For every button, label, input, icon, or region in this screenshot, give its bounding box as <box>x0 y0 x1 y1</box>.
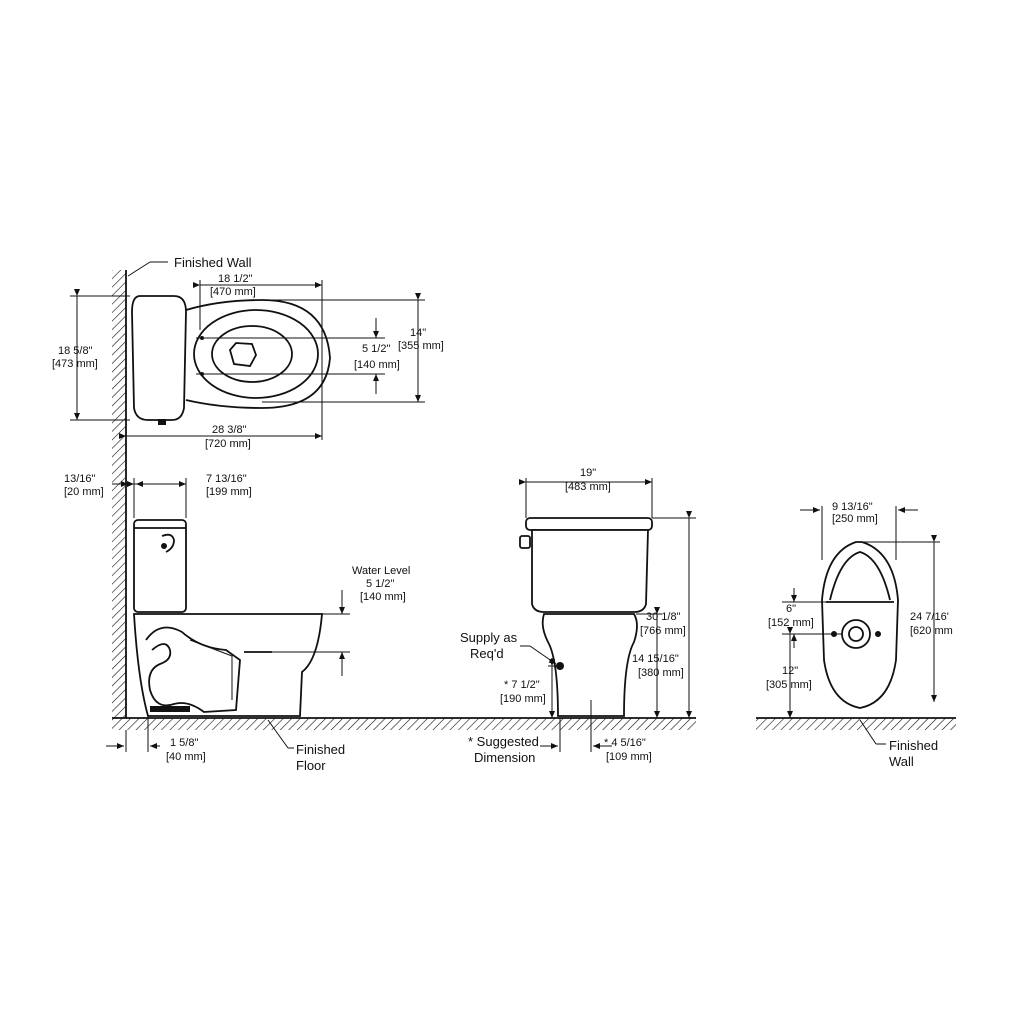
finished-wall-label: Finished Wall <box>174 255 252 270</box>
suggested-label-2: Dimension <box>474 750 535 765</box>
dim-620mm: [620 mm <box>910 625 953 637</box>
dim-28-3-8: 28 3/8" <box>212 424 247 436</box>
dim-18-1-2: 18 1/2" <box>218 273 253 285</box>
dim-24-7-16: 24 7/16' <box>910 611 949 623</box>
dim-7-1-2: * 7 1/2" <box>504 679 540 691</box>
floor-right <box>756 717 956 730</box>
dim-305mm: [305 mm] <box>766 679 812 691</box>
front-view-toilet <box>519 517 653 717</box>
side-view-toilet <box>133 519 323 717</box>
dim-19: 19" <box>580 467 596 479</box>
dim-190mm: [190 mm] <box>500 693 546 705</box>
finished-wall-br-label-2: Wall <box>889 754 914 769</box>
dim-766mm: [766 mm] <box>640 625 686 637</box>
back-view-toilet <box>821 541 899 709</box>
floor-left <box>112 717 400 730</box>
dim-199mm: [199 mm] <box>206 486 252 498</box>
left-wall <box>112 270 127 718</box>
front-view-dimensions: 19" [483 mm] 30 1/8" [766 mm] 14 15/16" … <box>460 467 696 765</box>
water-level-label: Water Level <box>352 565 410 577</box>
top-view-dimensions: 18 1/2" [470 mm] 18 5/8" [473 mm] 14" [3… <box>52 273 444 450</box>
dim-152mm: [152 mm] <box>768 617 814 629</box>
finished-floor-label-1: Finished <box>296 742 345 757</box>
dim-109mm: [109 mm] <box>606 751 652 763</box>
dim-13-16: 13/16" <box>64 473 96 485</box>
dim-1-5-8: 1 5/8" <box>170 737 198 749</box>
dim-14-15-16: 14 15/16" <box>632 653 679 665</box>
dim-7-13-16: 7 13/16" <box>206 473 247 485</box>
dim-14: 14" <box>410 327 426 339</box>
supply-label-1: Supply as <box>460 630 518 645</box>
dim-355mm: [355 mm] <box>398 340 444 352</box>
floor-center <box>400 717 696 730</box>
dim-720mm: [720 mm] <box>205 438 251 450</box>
dim-water-5-1-2: 5 1/2" <box>366 578 394 590</box>
dim-473mm: [473 mm] <box>52 358 98 370</box>
dim-12: 12" <box>782 665 798 677</box>
dim-18-5-8: 18 5/8" <box>58 345 93 357</box>
finished-floor-label-2: Floor <box>296 758 326 773</box>
dim-9-13-16: 9 13/16" <box>832 501 873 513</box>
dim-5-1-2: 5 1/2" <box>362 343 390 355</box>
dim-250mm: [250 mm] <box>832 513 878 525</box>
suggested-label-1: * Suggested <box>468 734 539 749</box>
dim-20mm: [20 mm] <box>64 486 104 498</box>
dim-380mm: [380 mm] <box>638 667 684 679</box>
dim-140mm: [140 mm] <box>354 359 400 371</box>
dim-30-1-8: 30 1/8" <box>646 611 681 623</box>
supply-label-2: Req'd <box>470 646 504 661</box>
back-view-dimensions: 9 13/16" [250 mm] 24 7/16' [620 mm 6" [1… <box>766 501 953 769</box>
finished-wall-br-label-1: Finished <box>889 738 938 753</box>
top-view-toilet <box>131 295 331 425</box>
dim-water-140mm: [140 mm] <box>360 591 406 603</box>
dim-483mm: [483 mm] <box>565 481 611 493</box>
dim-470mm: [470 mm] <box>210 286 256 298</box>
dim-6: 6" <box>786 603 796 615</box>
side-view-dimensions: 13/16" [20 mm] 7 13/16" [199 mm] Water L… <box>64 473 410 773</box>
dim-40mm: [40 mm] <box>166 751 206 763</box>
finished-wall-callout: Finished Wall <box>127 255 252 277</box>
dim-4-5-16: * 4 5/16" <box>604 737 646 749</box>
